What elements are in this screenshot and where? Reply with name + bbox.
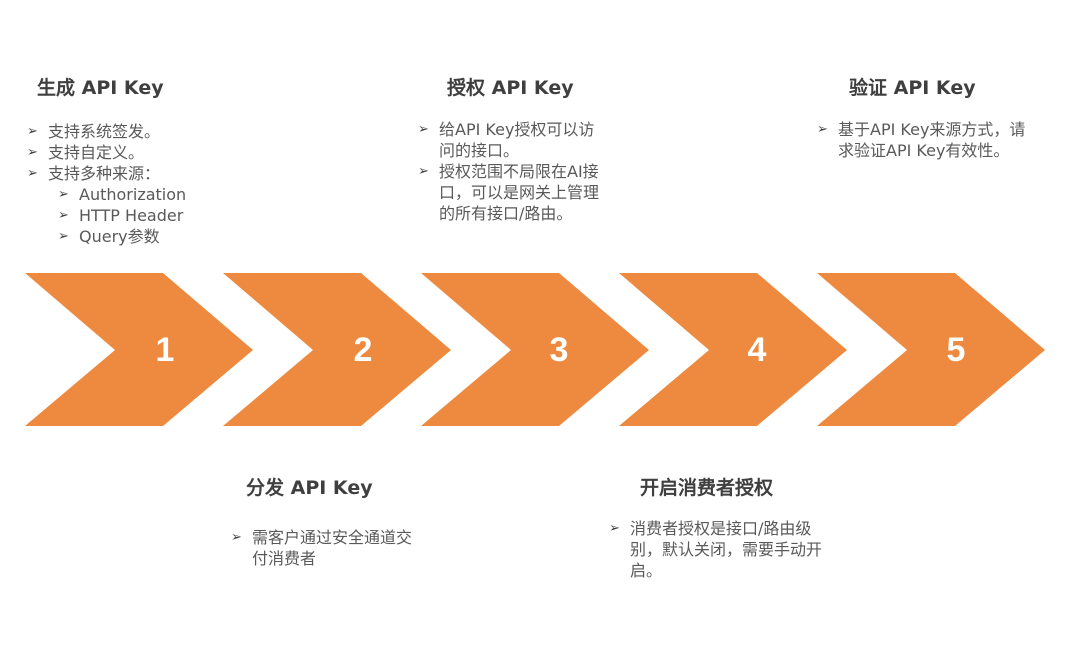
bullet-item: ➢授权范围不局限在AI接口，可以是网关上管理的所有接口/路由。 bbox=[418, 162, 600, 223]
step-3-bullets: ➢给API Key授权可以访问的接口。 ➢授权范围不局限在AI接口，可以是网关上… bbox=[418, 119, 610, 224]
bullet-item: ➢消费者授权是接口/路由级别，默认关闭，需要手动开启。 bbox=[609, 519, 823, 580]
sub-bullet-item: ➢Query参数 bbox=[58, 227, 160, 246]
step-5-bullets: ➢基于API Key来源方式，请求验证API Key有效性。 bbox=[817, 119, 1039, 161]
step-3-title: 授权 API Key bbox=[447, 77, 574, 99]
step-4-bullets: ➢消费者授权是接口/路由级别，默认关闭，需要手动开启。 bbox=[609, 518, 824, 581]
step-1-title: 生成 API Key bbox=[37, 77, 164, 99]
arrowhead-bullet-icon: ➢ bbox=[27, 166, 38, 181]
step-number-1: 1 bbox=[155, 331, 175, 369]
arrowhead-bullet-icon: ➢ bbox=[27, 124, 38, 139]
bullet-item: ➢基于API Key来源方式，请求验证API Key有效性。 bbox=[817, 120, 1026, 160]
bullet-item: ➢给API Key授权可以访问的接口。 bbox=[418, 120, 595, 160]
arrowhead-bullet-icon: ➢ bbox=[418, 122, 429, 137]
step-number-2: 2 bbox=[353, 331, 373, 369]
arrowhead-bullet-icon: ➢ bbox=[58, 208, 69, 223]
arrowhead-bullet-icon: ➢ bbox=[609, 521, 620, 536]
sub-bullet-item: ➢HTTP Header bbox=[58, 206, 184, 225]
arrowhead-bullet-icon: ➢ bbox=[58, 229, 69, 244]
bullet-item: ➢支持系统签发。 bbox=[27, 122, 161, 141]
bullet-item: ➢需客户通过安全通道交付消费者 bbox=[231, 528, 413, 568]
bullet-item: ➢支持多种来源： bbox=[27, 164, 161, 183]
chevron-step-2 bbox=[223, 273, 451, 426]
chevron-step-3 bbox=[421, 273, 649, 426]
step-number-3: 3 bbox=[549, 331, 569, 369]
bullet-item: ➢支持自定义。 bbox=[27, 143, 145, 162]
sub-bullet-item: ➢Authorization bbox=[58, 185, 187, 204]
arrowhead-bullet-icon: ➢ bbox=[58, 187, 69, 202]
arrowhead-bullet-icon: ➢ bbox=[231, 530, 242, 545]
step-number-5: 5 bbox=[946, 331, 966, 369]
step-number-4: 4 bbox=[747, 331, 767, 369]
step-4-title: 开启消费者授权 bbox=[640, 477, 774, 499]
chevron-step-1 bbox=[25, 273, 253, 426]
arrowhead-bullet-icon: ➢ bbox=[418, 164, 429, 179]
step-2-title: 分发 API Key bbox=[246, 477, 373, 499]
step-5-title: 验证 API Key bbox=[849, 77, 976, 99]
chevron-step-4 bbox=[619, 273, 847, 426]
step-1-bullets: ➢支持系统签发。 ➢支持自定义。 ➢支持多种来源： ➢Authorization… bbox=[27, 121, 227, 247]
step-2-bullets: ➢需客户通过安全通道交付消费者 bbox=[231, 527, 413, 569]
chevron-step-5 bbox=[817, 273, 1045, 426]
arrowhead-bullet-icon: ➢ bbox=[27, 145, 38, 160]
arrowhead-bullet-icon: ➢ bbox=[817, 122, 828, 137]
